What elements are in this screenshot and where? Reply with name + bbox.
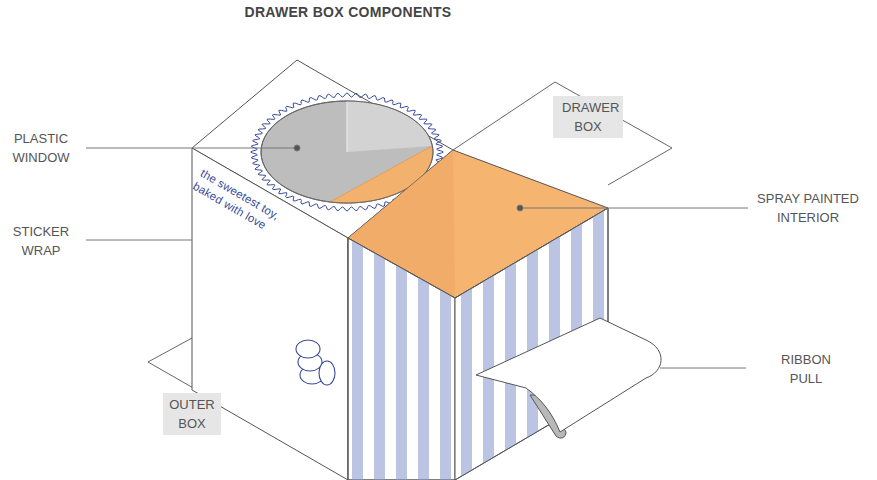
component-label: OUTER BOX xyxy=(169,395,215,433)
plastic-window xyxy=(261,101,433,203)
callout-label: PLASTIC WINDOW xyxy=(3,129,79,167)
label-patch: OUTER BOX xyxy=(163,393,221,435)
callout-label: RIBBON PULL xyxy=(766,350,846,388)
sticker-text: the sweetest toy, baked with love xyxy=(190,166,309,252)
component-label: DRAWER BOX xyxy=(562,98,614,136)
ribbon-pull xyxy=(476,318,661,432)
drawer-stripes-left xyxy=(348,238,455,480)
callout-label: SPRAY PAINTED INTERIOR xyxy=(753,189,863,227)
leader-lines xyxy=(86,145,748,368)
window-light xyxy=(347,101,432,152)
label-patch: DRAWER BOX xyxy=(553,96,623,138)
macaron-icon xyxy=(296,340,335,385)
callout-label: STICKER WRAP xyxy=(3,222,79,260)
diagram-title: DRAWER BOX COMPONENTS xyxy=(245,3,452,22)
